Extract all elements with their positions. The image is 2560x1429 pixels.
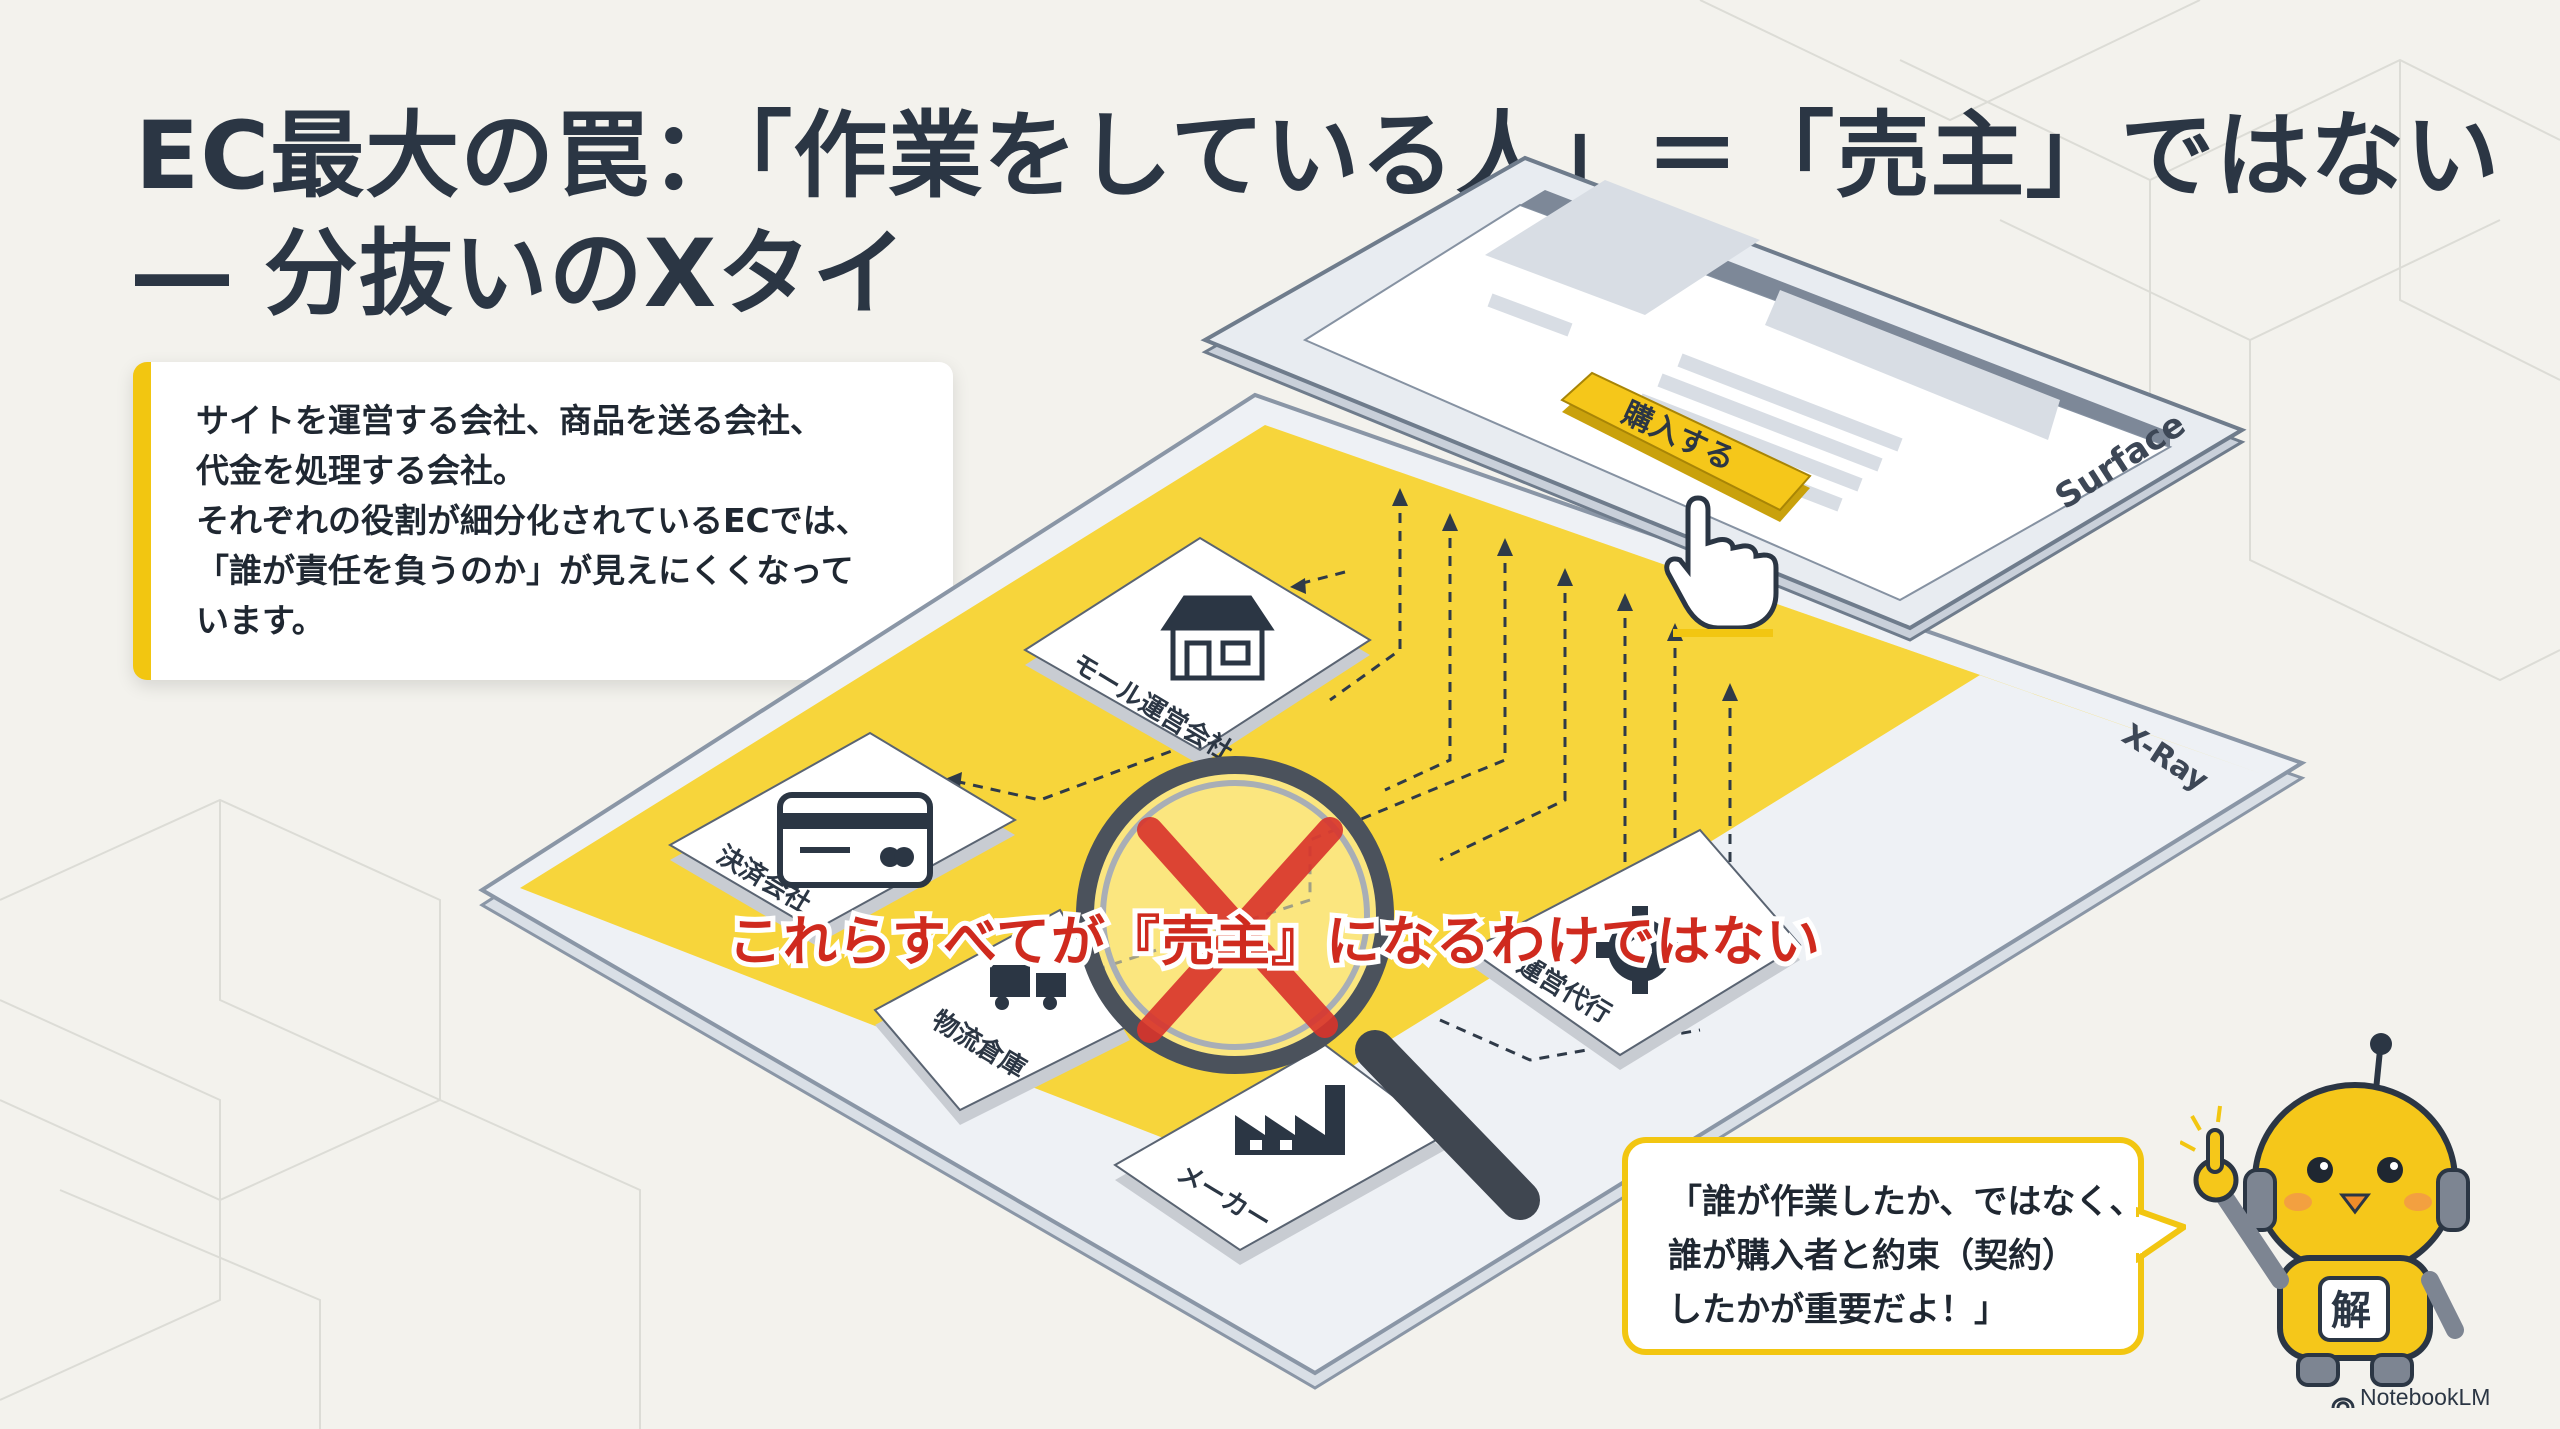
- entity-tile-logistics: 物流倉庫: [873, 908, 1132, 1125]
- entity-tile-payment: 決済会社: [667, 731, 1018, 945]
- brand-label: NotebookLM: [2360, 1384, 2491, 1410]
- speech-bubble: 「誰が作業したか、ではなく、 誰が購入者と約束（契約） したかが重要だよ！」: [1622, 1137, 2144, 1355]
- explanation-callout: サイトを運営する会社、商品を送る会社、 代金を処理する会社。 それぞれの役割が細…: [133, 362, 953, 680]
- warning-text: これらすべてが『売主』になるわけではない: [728, 910, 1821, 973]
- robot-chick-mascot: 解: [2180, 1033, 2470, 1387]
- mascot-badge: 解: [2331, 1288, 2371, 1334]
- callout-line-2: 代金を処理する会社。: [196, 451, 526, 490]
- callout-line-5: います。: [196, 601, 325, 640]
- callout-line-1: サイトを運営する会社、商品を送る会社、: [196, 401, 823, 440]
- bubble-line-1: 「誰が作業したか、ではなく、: [1668, 1182, 2144, 1222]
- delivery-truck-icon: [990, 965, 1066, 1010]
- page-title: EC最大の罠：「作業をしている人」＝「売主」ではない ― 分抜いのXタイ: [135, 98, 2500, 334]
- credit-card-icon: [777, 792, 933, 888]
- bubble-line-3: したかが重要だよ！」: [1668, 1290, 2008, 1330]
- entity-tile-agency: 運営代行: [1468, 828, 1802, 1070]
- factory-icon: [1235, 1085, 1345, 1155]
- gear-icon: [1596, 906, 1684, 994]
- title-line-2: ― 分抜いのXタイ: [135, 220, 908, 329]
- title-line-1: EC最大の罠：「作業をしている人」＝「売主」ではない: [135, 102, 2501, 211]
- hand-cursor-icon: [1664, 495, 1779, 637]
- storefront-icon: [1160, 595, 1275, 681]
- entity-tile-maker: メーカー: [1113, 1043, 1447, 1265]
- red-cross-icon: [1137, 817, 1343, 1043]
- speech-bubble-tail: [2136, 1207, 2186, 1263]
- callout-line-4: 「誰が責任を負うのか」が見えにくくなって: [196, 551, 854, 590]
- bubble-line-2: 誰が購入者と約束（契約）: [1668, 1236, 2076, 1276]
- callout-line-3: それぞれの役割が細分化されているECでは、: [196, 501, 869, 540]
- notebooklm-logo-icon: [2331, 1397, 2355, 1409]
- surface-layer: Surface: [1200, 155, 2247, 642]
